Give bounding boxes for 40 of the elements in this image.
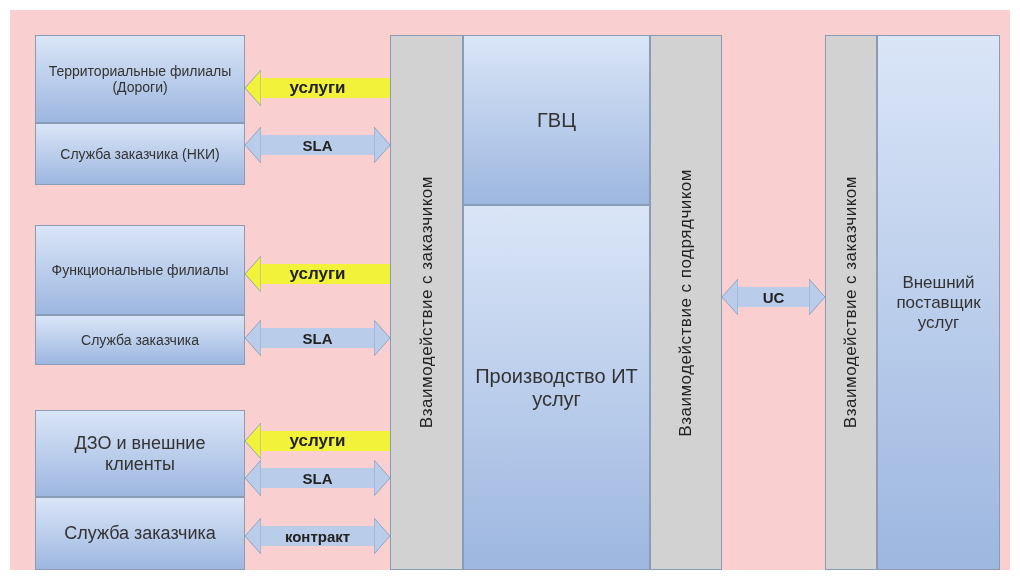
box-label: Служба заказчика <box>80 332 200 348</box>
edge-label: UC <box>762 288 785 306</box>
box-label: Взаимодействие с подрядчиком <box>676 168 696 437</box>
box-label: ГВЦ <box>536 108 577 132</box>
process-box <box>35 35 245 123</box>
process-box <box>35 497 245 570</box>
box-label: Служба заказчика (НКИ) <box>59 146 221 162</box>
box-label: Внешний поставщик услуг <box>895 272 982 333</box>
box-label: Взаимодействие с заказчиком <box>416 176 437 429</box>
box-label: Производство ИТ услуг <box>474 364 639 411</box>
block-arrow <box>721 278 826 316</box>
interaction-column <box>390 35 463 570</box>
edge-label: услуги <box>289 264 346 284</box>
edge-label: SLA <box>302 136 333 154</box>
box-label: ДЗО и внешние клиенты <box>73 432 207 475</box>
block-arrow <box>244 126 391 164</box>
process-box <box>35 315 245 365</box>
edge-label: услуги <box>289 78 346 98</box>
interaction-column <box>825 35 877 570</box>
edge-label: услуги <box>289 431 346 451</box>
box-label: Территориальные филиалы (Дороги) <box>47 63 233 95</box>
edge-label: контракт <box>284 527 351 545</box>
process-box <box>463 205 650 570</box>
block-arrow <box>244 422 390 460</box>
block-arrow <box>244 319 391 357</box>
edge-label: SLA <box>302 329 333 347</box>
box-label: Служба заказчика <box>63 523 217 544</box>
edge-label: SLA <box>302 469 333 487</box>
block-arrow <box>244 517 391 555</box>
interaction-column <box>650 35 722 570</box>
box-label: Взаимодействие с заказчиком <box>841 176 861 429</box>
process-box <box>877 35 1000 570</box>
process-box <box>35 123 245 185</box>
block-arrow <box>244 459 391 497</box>
block-arrow <box>244 69 390 107</box>
box-label: Функциональные филиалы <box>50 262 230 278</box>
process-box <box>35 225 245 315</box>
block-arrow <box>244 255 390 293</box>
process-box <box>35 410 245 497</box>
process-box <box>463 35 650 205</box>
